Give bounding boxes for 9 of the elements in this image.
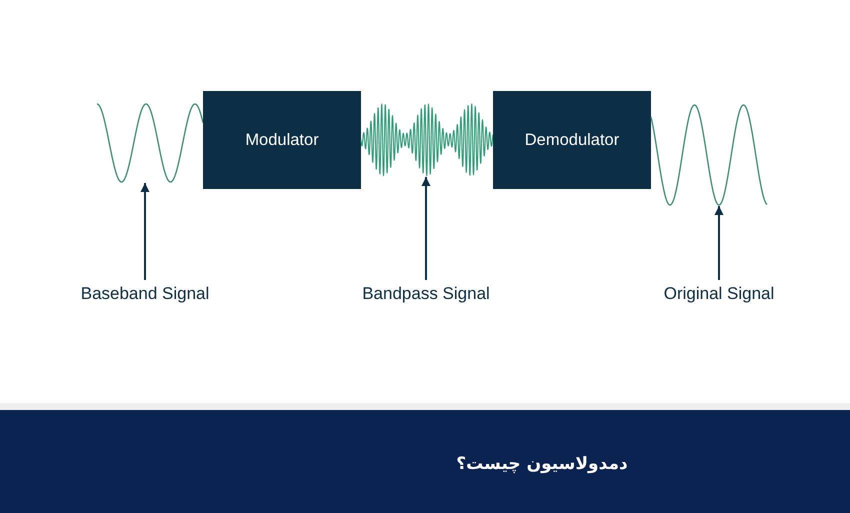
signal-label: Baseband Signal: [80, 280, 210, 304]
signal-label: Original Signal: [664, 280, 774, 304]
signal-label: Bandpass Signal: [362, 280, 490, 304]
heading: دمدولاسیون چیست؟: [456, 453, 628, 475]
arrow: [140, 183, 150, 280]
arrow: [422, 176, 430, 280]
process-box: Demodulator: [493, 91, 651, 189]
process-box: Modulator: [203, 91, 361, 189]
arrow: [714, 206, 724, 280]
